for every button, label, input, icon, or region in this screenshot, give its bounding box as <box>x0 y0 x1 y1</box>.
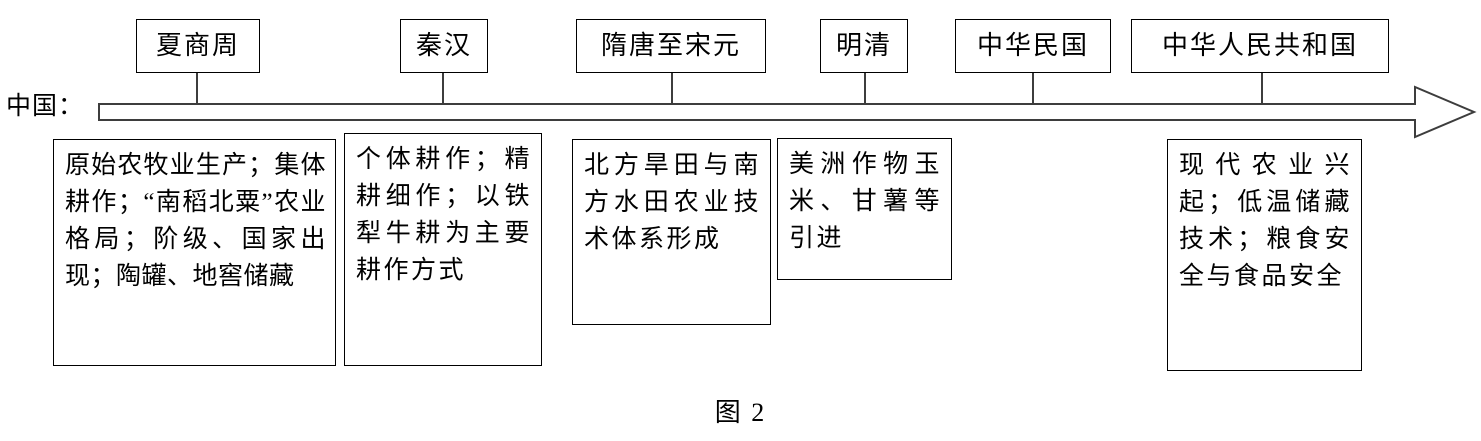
right-arrow-icon <box>98 85 1477 139</box>
era-connector-3 <box>864 73 866 105</box>
era-box-0[interactable]: 夏商周 <box>136 19 260 73</box>
era-connector-4 <box>1032 73 1034 105</box>
content-xia-shang-zhou: 原始农牧业生产；集体耕作；“南稻北粟”农业格局；阶级、国家出现；陶罐、地窖储藏 <box>53 139 336 366</box>
era-box-1[interactable]: 秦汉 <box>400 19 488 73</box>
content-prc: 现代农业兴起；低温储藏技术；粮食安全与食品安全 <box>1167 139 1362 371</box>
content-sui-tang-song-yuan: 北方旱田与南方水田农业技术体系形成 <box>572 139 771 325</box>
era-box-5[interactable]: 中华人民共和国 <box>1131 19 1389 73</box>
figure-caption: 图 2 <box>714 398 767 427</box>
era-box-3[interactable]: 明清 <box>820 19 908 73</box>
era-connector-5 <box>1261 73 1263 105</box>
era-box-4[interactable]: 中华民国 <box>955 19 1111 73</box>
content-qin-han: 个体耕作；精耕细作；以铁犁牛耕为主要耕作方式 <box>344 133 542 366</box>
row-label-china: 中国： <box>6 93 85 120</box>
era-box-2[interactable]: 隋唐至宋元 <box>576 19 766 73</box>
era-connector-0 <box>196 73 198 105</box>
era-connector-2 <box>671 73 673 105</box>
content-ming-qing: 美洲作物玉米、甘薯等引进 <box>777 138 952 280</box>
timeline-axis-arrow <box>98 84 1478 140</box>
era-connector-1 <box>442 73 444 105</box>
